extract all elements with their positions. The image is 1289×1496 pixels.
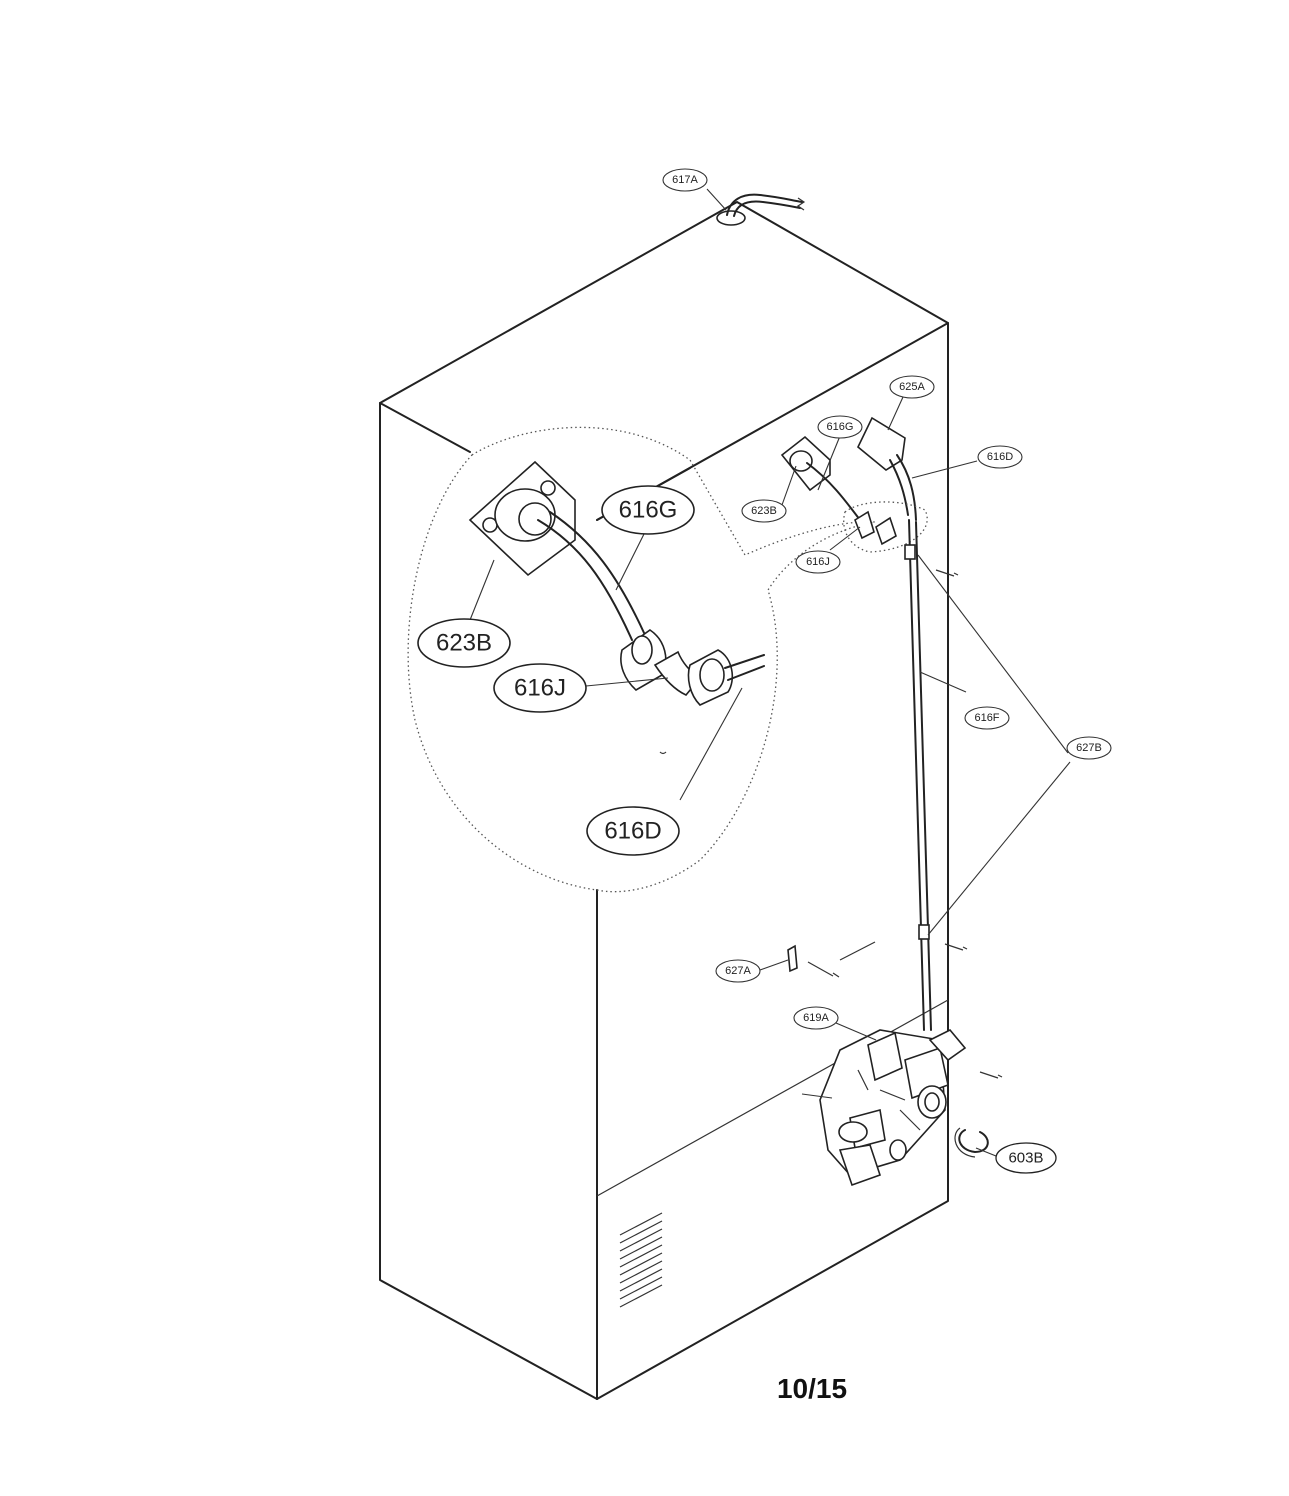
detail-zoom-bubble — [407, 426, 876, 893]
callout-616J-large: 616J — [493, 663, 587, 713]
svg-text:616G: 616G — [827, 421, 854, 433]
page-number: 10/15 — [777, 1373, 847, 1404]
svg-text:627A: 627A — [725, 965, 751, 977]
callout-627B: 627B — [1066, 736, 1112, 760]
svg-text:616D: 616D — [604, 818, 661, 845]
clamp-ring — [954, 1127, 989, 1158]
vent-grille — [619, 1212, 663, 1308]
callout-619A: 619A — [793, 1006, 839, 1030]
svg-text:603B: 603B — [1008, 1150, 1043, 1167]
tube-connector-large — [620, 629, 765, 706]
svg-text:616F: 616F — [974, 712, 999, 724]
water-inlet-assembly-small — [780, 416, 1003, 1079]
svg-text:623B: 623B — [751, 505, 777, 517]
callout-623B-large: 623B — [417, 618, 511, 668]
callout-616D-small: 616D — [977, 445, 1023, 469]
leader-lines-small — [706, 188, 1071, 1157]
svg-text:616D: 616D — [987, 451, 1013, 463]
callout-603B: 603B — [995, 1142, 1057, 1174]
callout-627A: 627A — [715, 959, 761, 983]
callout-616G-large: 616G — [601, 485, 695, 535]
refrigerator-cabinet — [379, 201, 949, 1400]
svg-text:616J: 616J — [514, 675, 566, 702]
svg-text:617A: 617A — [672, 174, 698, 186]
water-valve-assembly — [819, 1029, 967, 1187]
svg-text:616J: 616J — [806, 556, 830, 568]
callout-616D-large: 616D — [586, 806, 680, 856]
svg-text:623B: 623B — [436, 630, 492, 657]
callout-616F: 616F — [964, 706, 1010, 730]
callout-616J-small: 616J — [795, 550, 841, 574]
svg-text:625A: 625A — [899, 381, 925, 393]
callout-616G-small: 616G — [817, 415, 863, 439]
svg-text:619A: 619A — [803, 1012, 829, 1024]
svg-text:616G: 616G — [619, 497, 678, 524]
power-cord — [716, 193, 806, 226]
svg-text:627B: 627B — [1076, 742, 1102, 754]
callout-617A: 617A — [662, 168, 708, 192]
callout-625A: 625A — [889, 375, 935, 399]
callout-623B-small: 623B — [741, 499, 787, 523]
